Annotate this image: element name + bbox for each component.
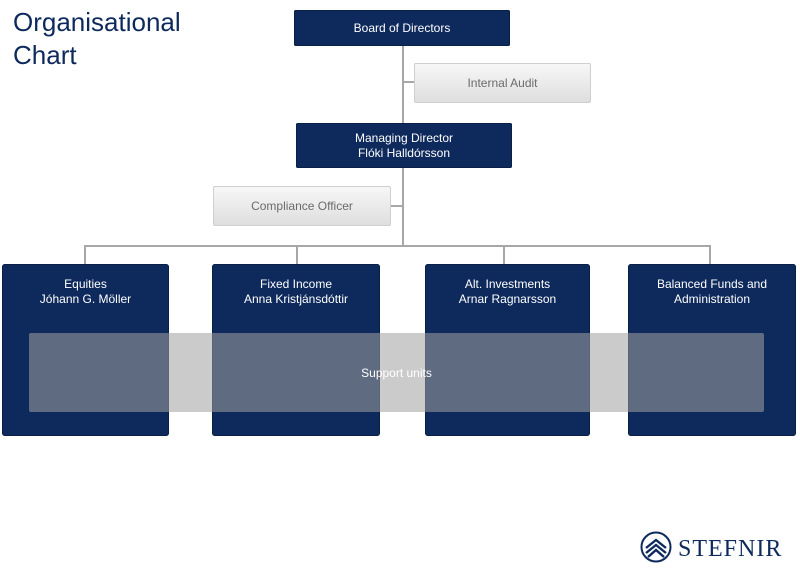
connector-audit xyxy=(403,81,414,83)
internal-audit-label: Internal Audit xyxy=(467,76,538,90)
page-title-line-2: Chart xyxy=(13,40,77,70)
connector-md-to-units xyxy=(402,168,404,246)
connector-board-to-md xyxy=(402,46,404,123)
unit-fixed-income-head: Anna Kristjánsdóttir xyxy=(243,292,349,306)
connector-unit-4 xyxy=(709,245,711,264)
page-title-line-1: Organisational xyxy=(13,7,181,37)
board-of-directors-box[interactable]: Board of Directors xyxy=(294,10,510,46)
unit-balanced-funds-title: Balanced Funds and xyxy=(656,277,768,291)
managing-director-name: Flóki Halldórsson xyxy=(357,145,451,160)
compliance-officer-label: Compliance Officer xyxy=(251,199,353,213)
connector-unit-3 xyxy=(503,245,505,264)
connector-unit-1 xyxy=(84,245,86,264)
connector-horizontal xyxy=(84,245,711,247)
unit-fixed-income-title: Fixed Income xyxy=(259,277,333,291)
stefnir-emblem-icon xyxy=(640,531,672,568)
unit-equities-title: Equities xyxy=(64,277,107,291)
page-title: Organisational Chart xyxy=(13,6,181,72)
unit-balanced-funds-title-2: Administration xyxy=(673,292,751,306)
managing-director-box[interactable]: Managing Director Flóki Halldórsson xyxy=(296,123,512,168)
stefnir-logo: STEFNIR xyxy=(640,531,783,568)
connector-unit-2 xyxy=(296,245,298,264)
support-units-label: Support units xyxy=(361,365,432,380)
compliance-officer-box[interactable]: Compliance Officer xyxy=(213,186,391,226)
stefnir-wordmark: STEFNIR xyxy=(678,535,783,562)
internal-audit-box[interactable]: Internal Audit xyxy=(414,63,591,103)
unit-alt-investments-head: Arnar Ragnarsson xyxy=(458,292,557,306)
support-units-band[interactable]: Support units xyxy=(29,333,764,412)
unit-equities-head: Jóhann G. Möller xyxy=(39,292,132,306)
unit-alt-investments-title: Alt. Investments xyxy=(464,277,551,291)
managing-director-role: Managing Director xyxy=(354,130,454,145)
board-of-directors-label: Board of Directors xyxy=(353,20,451,35)
connector-compliance xyxy=(391,205,403,207)
